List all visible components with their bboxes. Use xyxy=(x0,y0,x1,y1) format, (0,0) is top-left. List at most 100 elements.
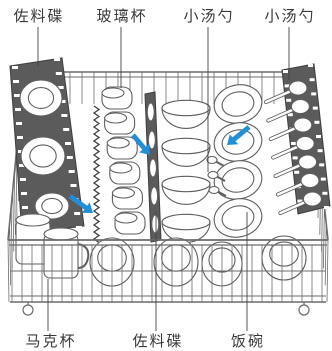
right-side-wire xyxy=(324,223,327,286)
glass xyxy=(114,211,146,235)
bowl-inner xyxy=(221,91,255,117)
rack-wheel xyxy=(22,304,34,316)
insert-tine xyxy=(13,80,19,83)
rack-front-wall xyxy=(8,239,328,316)
spoon-handle xyxy=(269,126,297,141)
leader-lines xyxy=(37,27,290,331)
small-spoon xyxy=(273,154,318,179)
left-side-wire xyxy=(9,223,11,286)
bowl xyxy=(161,213,211,243)
spoon-handle xyxy=(264,89,293,104)
insert-tine xyxy=(15,108,21,111)
insert-tine xyxy=(66,156,73,159)
insert-tine xyxy=(324,206,329,209)
direction-arrow-icon xyxy=(131,133,150,155)
label-rice-bowl: 饭碗 xyxy=(231,332,265,350)
condiment-dish xyxy=(146,102,155,122)
condiment-dish xyxy=(151,214,160,234)
small-spoon xyxy=(271,135,315,160)
insert-tine xyxy=(70,184,77,187)
mug-handle xyxy=(77,243,90,269)
insert-tine xyxy=(65,142,71,145)
spoon-handle xyxy=(272,145,300,159)
mug-rim xyxy=(15,213,51,227)
insert-tine xyxy=(287,113,293,117)
insert-tine xyxy=(63,128,70,131)
bowl-inner xyxy=(161,244,191,272)
insert-tine xyxy=(319,163,325,167)
insert-tine xyxy=(299,214,304,217)
glass-rim xyxy=(104,112,128,124)
glass-rim xyxy=(101,87,125,99)
dish-inner xyxy=(29,144,57,168)
bowl-rim xyxy=(161,99,211,117)
insert-tine xyxy=(14,94,20,97)
insert-tine xyxy=(18,150,24,153)
small-spoon xyxy=(263,80,308,105)
insert-tine xyxy=(54,58,60,61)
small-spoon xyxy=(206,155,225,167)
insert-tine xyxy=(322,191,328,195)
insert-tine xyxy=(314,120,320,124)
spring-rod xyxy=(92,105,101,244)
bowl-inner xyxy=(269,241,299,267)
spoon-bowl xyxy=(298,154,318,170)
insert-tine xyxy=(19,164,25,167)
loaded-dishes xyxy=(9,57,331,287)
insert-tine xyxy=(320,177,326,181)
insert-tine xyxy=(297,199,303,203)
direction-arrow-icon xyxy=(68,194,93,213)
insert-tine xyxy=(316,135,321,138)
condiment-dish xyxy=(19,79,63,117)
insert-tine xyxy=(292,156,298,160)
label-small-spoon-center: 小汤勺 xyxy=(183,7,234,25)
glass xyxy=(111,186,143,210)
spoon-handle xyxy=(276,182,305,196)
glass-rim xyxy=(106,137,130,149)
rice-bowl xyxy=(213,84,263,124)
insert-tine xyxy=(283,70,288,73)
small-spoon xyxy=(208,185,227,197)
glass xyxy=(109,161,141,185)
small-spoon xyxy=(275,172,320,197)
left-side-wire xyxy=(12,189,15,252)
rice-bowl xyxy=(213,198,263,238)
rice-bowl xyxy=(213,160,263,200)
condiment-dish xyxy=(20,136,66,176)
insert-tine xyxy=(20,178,26,181)
glass-rim xyxy=(111,187,135,199)
bowl xyxy=(161,137,211,167)
dish-inner xyxy=(41,197,63,215)
insert-tine xyxy=(308,64,313,67)
insert-tine xyxy=(59,100,66,103)
insert-tine xyxy=(12,66,18,69)
bowl-inner xyxy=(221,205,255,231)
label-condiment-dish-top: 佐料碟 xyxy=(13,7,64,25)
bowl-rim xyxy=(161,175,211,193)
small-spoon xyxy=(207,170,226,182)
insert-tine xyxy=(61,114,68,117)
rack-wheel xyxy=(298,304,310,316)
spoon-bowl xyxy=(288,80,308,96)
insert-tine xyxy=(17,136,23,139)
left-side-wire xyxy=(15,155,18,219)
label-mug: 马克杯 xyxy=(25,332,76,350)
bowl-inner xyxy=(221,167,255,193)
spoon-bowl xyxy=(290,98,310,115)
spoon-handle xyxy=(274,163,302,178)
spoon-bowl xyxy=(302,191,322,207)
insert-tine xyxy=(291,142,296,145)
bowl xyxy=(161,99,211,129)
glass-rim xyxy=(114,212,138,224)
insert-tine xyxy=(22,206,28,209)
bowl-rim xyxy=(161,137,211,155)
condiment-dish xyxy=(148,158,158,178)
callout-labels: 佐料碟 玻璃杯 小汤勺 小汤勺 马克杯 佐料碟 饭碗 xyxy=(13,7,313,350)
insert-tine xyxy=(68,170,75,173)
label-condiment-dish-bottom: 佐料碟 xyxy=(132,332,183,350)
small-spoon xyxy=(268,117,313,142)
insert-tine xyxy=(76,226,82,229)
small-spoon xyxy=(278,191,322,216)
insert-tine xyxy=(286,98,292,102)
